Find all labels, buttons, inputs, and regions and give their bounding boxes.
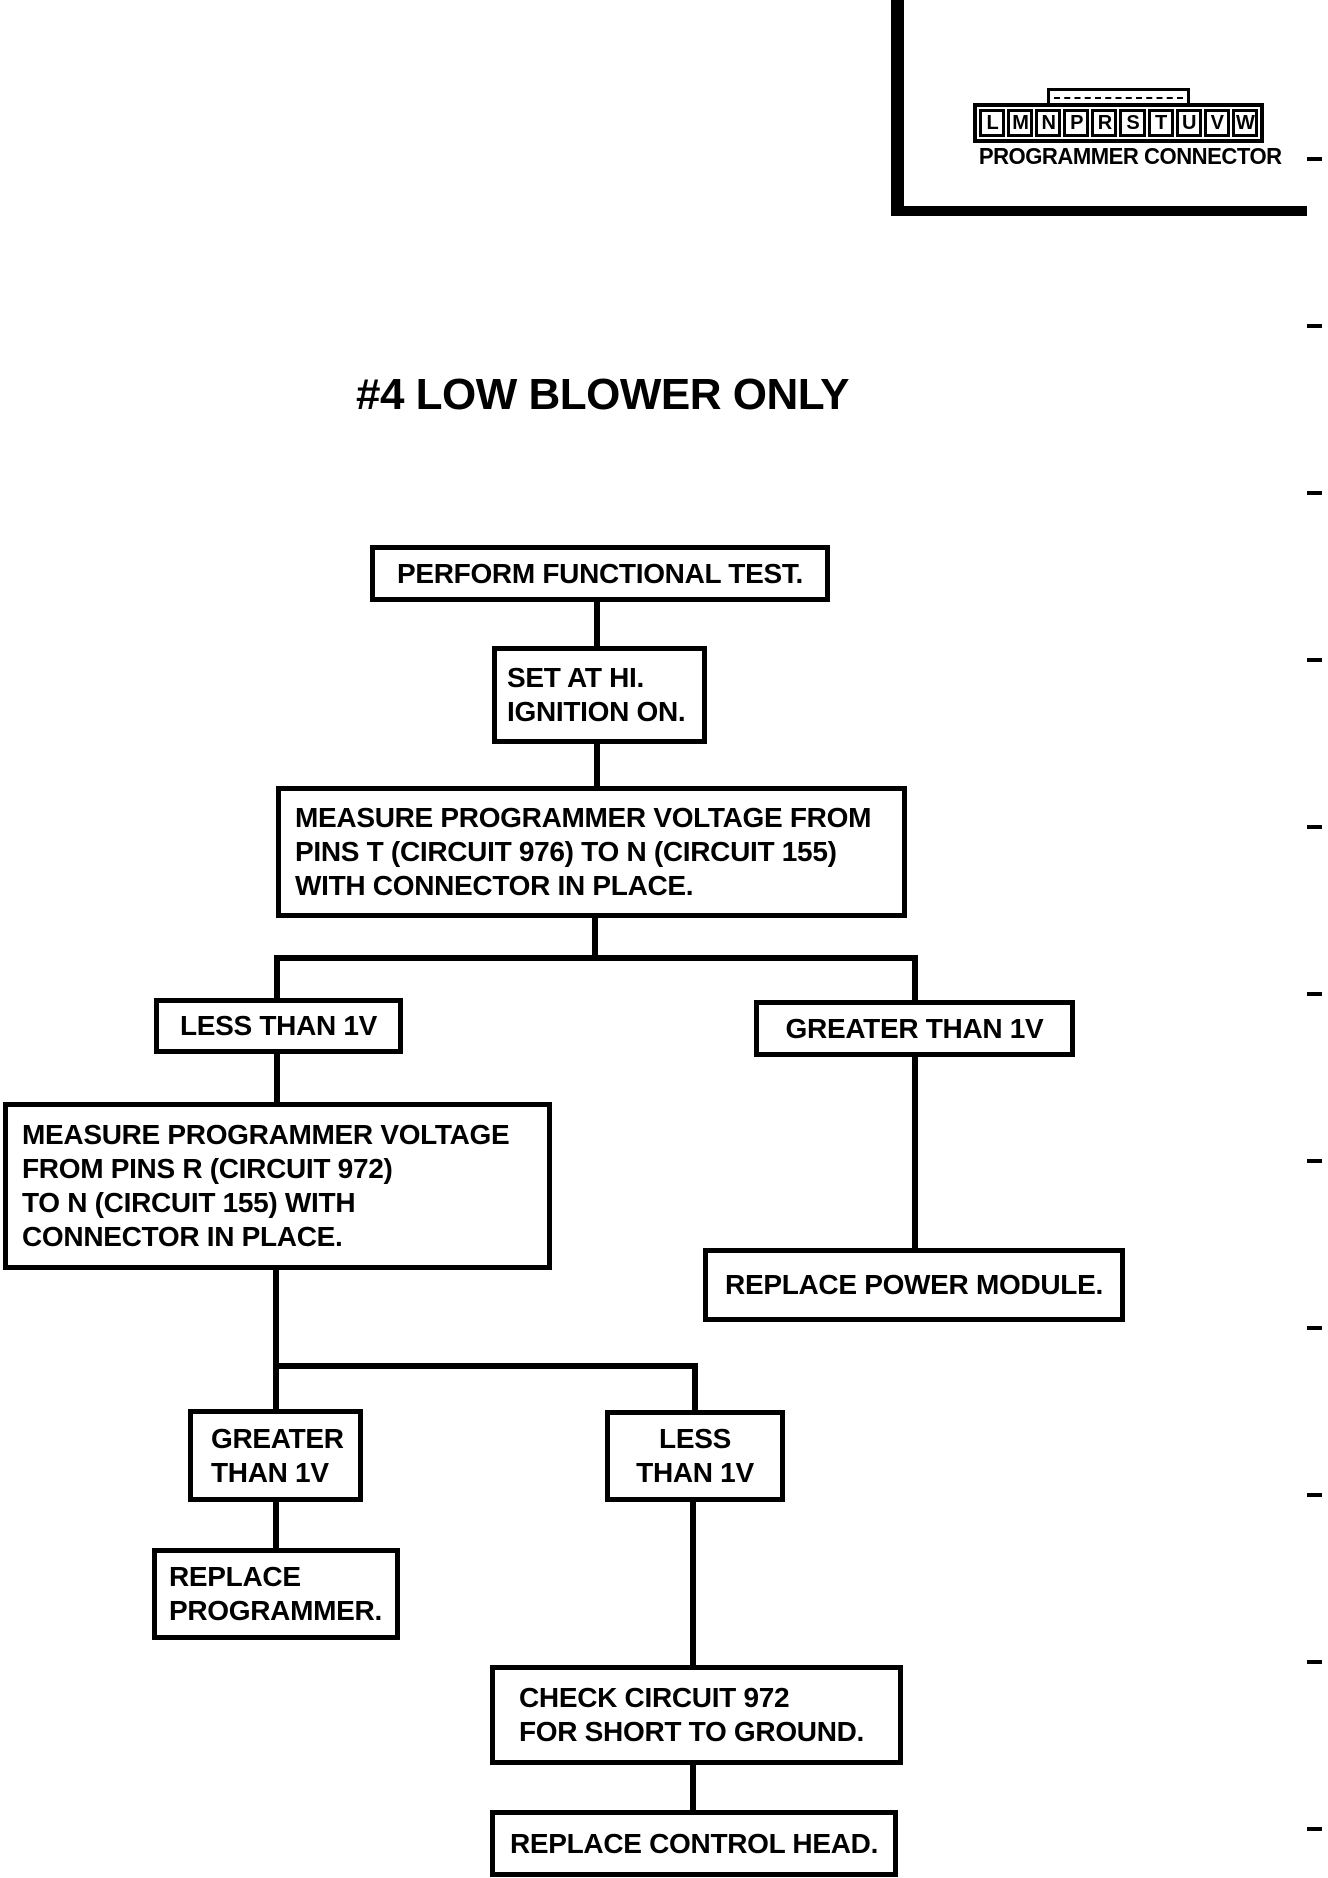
flow-branch-line bbox=[273, 1363, 698, 1369]
flow-line bbox=[690, 1765, 696, 1812]
flow-line bbox=[273, 1270, 279, 1369]
connector-pin-cell: V bbox=[1203, 109, 1230, 137]
connector-pin-cell: U bbox=[1175, 109, 1202, 137]
corner-rule-horizontal bbox=[891, 206, 1307, 216]
flow-line bbox=[592, 918, 598, 958]
edge-tick-mark bbox=[1307, 992, 1322, 996]
flow-line bbox=[273, 1369, 279, 1411]
edge-tick-mark bbox=[1307, 1326, 1322, 1330]
connector-pin-cell: L bbox=[979, 109, 1006, 137]
flow-branch-line bbox=[274, 955, 918, 961]
flow-node-measure-voltage-pins-r: MEASURE PROGRAMMER VOLTAGE FROM PINS R (… bbox=[3, 1102, 552, 1270]
connector-pin-cell: M bbox=[1007, 109, 1034, 137]
flow-node-replace-programmer: REPLACE PROGRAMMER. bbox=[152, 1548, 400, 1640]
flow-node-measure-voltage-pins-t: MEASURE PROGRAMMER VOLTAGE FROM PINS T (… bbox=[276, 786, 907, 918]
page-title: #4 LOW BLOWER ONLY bbox=[356, 370, 849, 419]
edge-tick-mark bbox=[1307, 491, 1322, 495]
connector-caption: PROGRAMMER CONNECTOR bbox=[978, 143, 1282, 169]
flow-node-replace-control-head: REPLACE CONTROL HEAD. bbox=[490, 1810, 898, 1877]
corner-rule-vertical bbox=[891, 0, 904, 216]
flow-line bbox=[274, 1054, 280, 1104]
flow-line bbox=[912, 955, 918, 1002]
flow-node-replace-power-module: REPLACE POWER MODULE. bbox=[703, 1248, 1125, 1322]
connector-pin-cell: P bbox=[1063, 109, 1090, 137]
flow-node-check-circuit-972: CHECK CIRCUIT 972 FOR SHORT TO GROUND. bbox=[490, 1665, 903, 1765]
flow-node-set-at-hi-ignition-on: SET AT HI. IGNITION ON. bbox=[492, 646, 707, 744]
connector-pin-cell: W bbox=[1231, 109, 1258, 137]
flow-line bbox=[273, 1502, 279, 1550]
edge-tick-mark bbox=[1307, 324, 1322, 328]
flow-node-greater-than-1v-second: GREATER THAN 1V bbox=[188, 1409, 363, 1502]
flow-line bbox=[274, 955, 280, 1000]
flow-node-less-than-1v-second: LESS THAN 1V bbox=[605, 1410, 785, 1502]
connector-pin-cell: N bbox=[1035, 109, 1062, 137]
edge-tick-mark bbox=[1307, 157, 1322, 161]
flow-line bbox=[692, 1363, 698, 1412]
flow-line bbox=[594, 602, 600, 650]
flow-node-greater-than-1v: GREATER THAN 1V bbox=[754, 1000, 1075, 1057]
flow-line bbox=[912, 1057, 918, 1250]
flow-node-perform-functional-test: PERFORM FUNCTIONAL TEST. bbox=[370, 545, 830, 602]
edge-tick-mark bbox=[1307, 825, 1322, 829]
flow-line bbox=[594, 744, 600, 790]
edge-tick-mark bbox=[1307, 1493, 1322, 1497]
edge-tick-mark bbox=[1307, 1660, 1322, 1664]
edge-tick-mark bbox=[1307, 1827, 1322, 1831]
edge-tick-mark bbox=[1307, 1159, 1322, 1163]
connector-tab-dashed-line bbox=[1054, 97, 1183, 99]
edge-tick-mark bbox=[1307, 658, 1322, 662]
connector-pin-cell: S bbox=[1119, 109, 1146, 137]
connector-pin-cell: R bbox=[1091, 109, 1118, 137]
flow-node-less-than-1v: LESS THAN 1V bbox=[154, 998, 403, 1054]
flow-line bbox=[690, 1502, 696, 1667]
connector-pin-cell: T bbox=[1147, 109, 1174, 137]
